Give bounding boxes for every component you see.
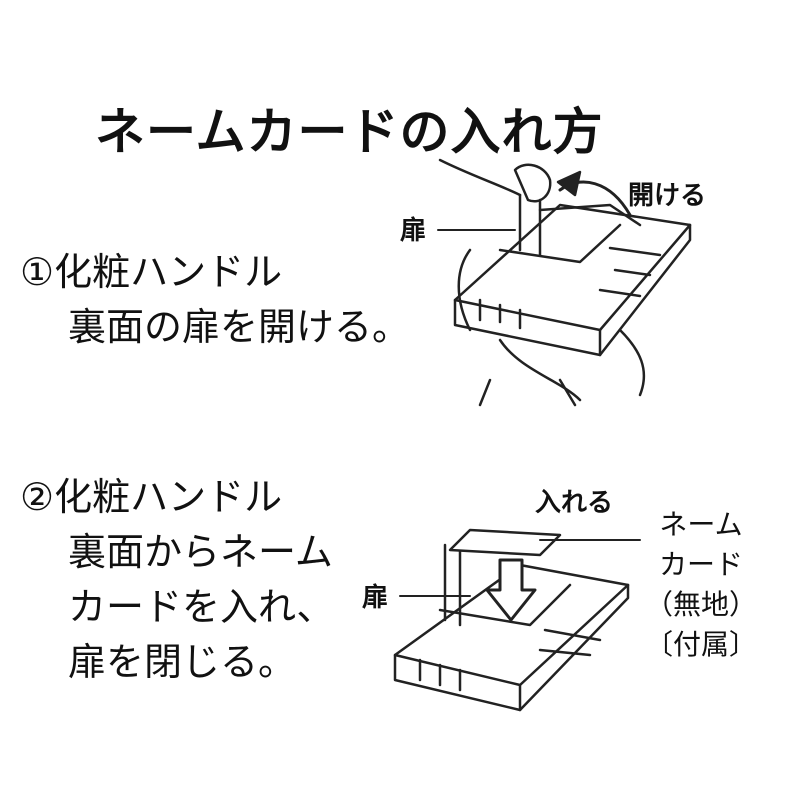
step2-instructions: ②化粧ハンドル 裏面からネーム カードを入れ、 扉を閉じる。 xyxy=(20,470,334,690)
caption-line: ネーム xyxy=(659,508,743,541)
down-arrow-icon xyxy=(485,558,537,622)
caption-line: （無地） xyxy=(645,588,758,621)
caption-line: 〔付属〕 xyxy=(645,628,758,661)
step1-open-label: 開ける xyxy=(628,181,707,211)
name-card-icon xyxy=(448,528,562,557)
caption-line: カード xyxy=(659,548,744,581)
step1-line: ①化粧ハンドル xyxy=(20,250,283,294)
step2-line: 扉を閉じる。 xyxy=(68,640,297,684)
step1-instructions: ①化粧ハンドル 裏面の扉を開ける。 xyxy=(20,245,410,355)
step1-line: 裏面の扉を開ける。 xyxy=(68,305,411,349)
step2-line: カードを入れ、 xyxy=(68,585,335,629)
step1-door-label: 扉 xyxy=(400,216,427,246)
name-card-caption: ネーム カード （無地） 〔付属〕 xyxy=(645,505,757,665)
step2-door-label: 扉 xyxy=(362,583,389,613)
step2-line: 裏面からネーム xyxy=(68,530,333,574)
step2-line: ②化粧ハンドル xyxy=(20,475,283,519)
step2-insert-label: 入れる xyxy=(535,488,614,518)
step1-handle-illustration xyxy=(437,158,692,407)
page-title: ネームカードの入れ方 xyxy=(95,103,604,161)
step2-handle-illustration xyxy=(393,528,641,712)
